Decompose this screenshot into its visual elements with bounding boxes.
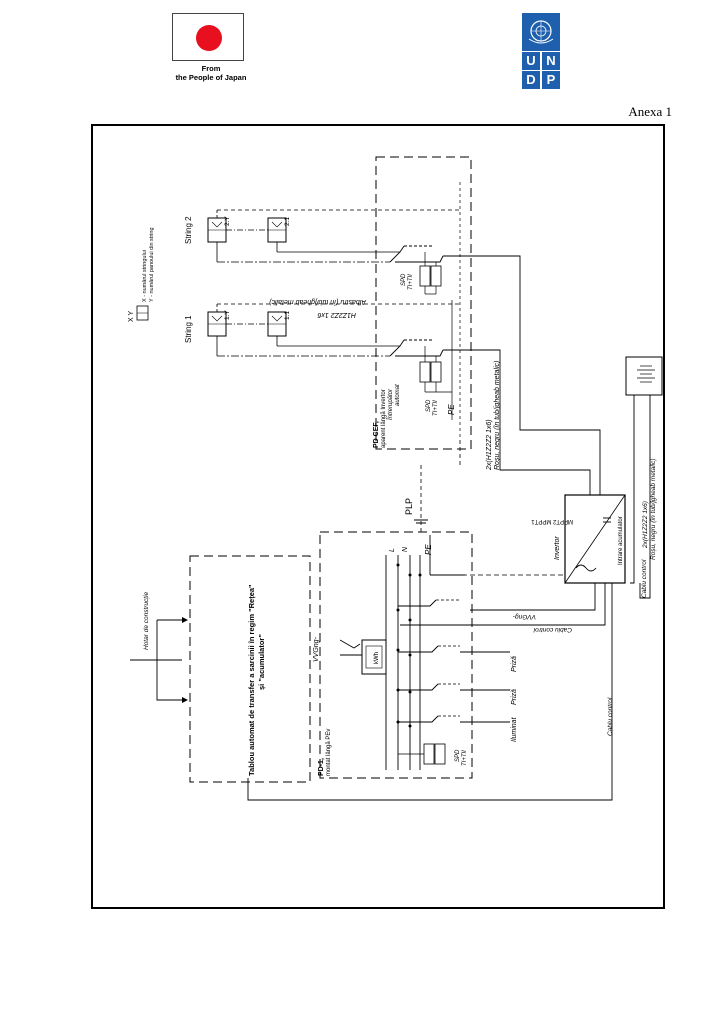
cable-dc-string: H1Z2Z2 1x6 bbox=[317, 311, 356, 318]
undp-letter-p: P bbox=[542, 71, 560, 89]
cable-dc-string-note: Albastru (în tub/jgheab metalic) bbox=[269, 298, 367, 305]
pd-cef-box: SPD TI+TII SPD TI+TII PE PD CEF, aparent… bbox=[373, 156, 601, 495]
priza1-label: Priză bbox=[511, 656, 518, 672]
spd1-label: SPD bbox=[426, 399, 432, 412]
legend: X Y X - numărul stringului Y - numărul p… bbox=[128, 228, 155, 323]
spd2-box bbox=[419, 265, 431, 287]
inverter: Invertor MPPT2 MPPT1 Intrare acumulator … bbox=[247, 356, 663, 801]
spd2-label: SPD bbox=[401, 273, 407, 286]
cable-dc-main: 2x(H1Z2Z2 1x6) bbox=[486, 419, 493, 471]
spd-pd1-box bbox=[423, 743, 435, 765]
priza2-label: Priză bbox=[511, 689, 518, 705]
pd-cef-line3: automat bbox=[395, 384, 401, 406]
spd1-box bbox=[419, 361, 431, 383]
cable-battery-note: Roșu, negru (în tub/jgheab metalic) bbox=[650, 458, 657, 560]
pd-cef-line2: Întrerupător bbox=[387, 388, 394, 420]
breaker-inverter bbox=[398, 599, 437, 607]
ats-title-line1: Tablou automat de transfer a sarcinii în… bbox=[247, 584, 256, 776]
spd-pd1-class: TI+TII bbox=[462, 750, 468, 766]
cable-dc-main-note: Roșu, negru (în tub/jgheab metalic) bbox=[494, 361, 501, 470]
pd1-subtitle: montat lângă PEv bbox=[326, 729, 332, 776]
spd1-class: TI+TII bbox=[433, 400, 439, 416]
undp-letter-d: D bbox=[522, 71, 540, 89]
string2-label: String 2 bbox=[184, 216, 193, 244]
legend-xy: X Y bbox=[128, 311, 135, 322]
pd1-title: PD-1, bbox=[318, 758, 325, 776]
vvgng-label-out: VVGng- bbox=[512, 613, 536, 620]
battery-icon bbox=[625, 356, 663, 396]
pe-label-pd1: PE bbox=[424, 544, 433, 555]
mppt-label: MPPT2 MPPT1 bbox=[531, 518, 573, 524]
vvgng-label-in: VVGng- bbox=[313, 636, 320, 662]
pe-label-cef: PE bbox=[447, 404, 456, 415]
cable-battery: 2x(H1Z2Z2 1x6) bbox=[642, 501, 649, 549]
undp-letter-n: N bbox=[542, 52, 560, 70]
inverter-label: Invertor bbox=[554, 536, 561, 560]
undp-letter-u: U bbox=[522, 52, 540, 70]
legend-x-text: X - numărul stringului bbox=[142, 250, 148, 302]
spd-pd1-label: SPD bbox=[455, 749, 461, 762]
battery-input-label: Intrare acumulator bbox=[618, 516, 624, 565]
panel-label-1y: 1.Y bbox=[224, 310, 231, 320]
japan-flag-icon bbox=[172, 13, 244, 61]
string1-label: String 1 bbox=[184, 315, 193, 343]
iluminat-label: Iluminat bbox=[511, 716, 518, 742]
japan-caption-line1: From bbox=[201, 64, 221, 73]
pv-strings: String 2 String 1 2.Y 2.1 1.Y 1.1 H1Z2Z2… bbox=[184, 209, 460, 357]
cable-control-pd1: Cablu control bbox=[533, 626, 572, 633]
spd2-class: TI+TII bbox=[408, 274, 414, 290]
breaker-priza1 bbox=[398, 645, 439, 653]
panel-label-21: 2.1 bbox=[284, 217, 291, 226]
kwh-label: kWh bbox=[374, 652, 380, 664]
legend-y-text: Y - numărul panoului din string bbox=[149, 228, 155, 303]
pd-cef-title: PD CEF, bbox=[373, 421, 380, 448]
japan-caption: From the People of Japan bbox=[169, 64, 253, 82]
japan-caption-line2: the People of Japan bbox=[175, 73, 247, 82]
l-label: L bbox=[389, 548, 396, 552]
plp: PLP bbox=[404, 465, 428, 535]
pd1-box: L N PE Priză Priză Iluminat bbox=[313, 531, 518, 779]
site-boundary: Hotar de construcție bbox=[130, 591, 188, 703]
ats-panel: Tablou automat de transfer a sarcinii în… bbox=[189, 555, 311, 783]
undp-logo: U N D P bbox=[522, 13, 560, 89]
panel-label-2y: 2.Y bbox=[224, 216, 231, 226]
pd-cef-line1: aparent lângă Invertor bbox=[381, 389, 387, 448]
panel-label-11: 1.1 bbox=[284, 311, 291, 320]
ats-title-line2: și "acumulator" bbox=[257, 634, 266, 690]
cable-control-ats: Cablu control bbox=[607, 697, 614, 736]
un-emblem-icon bbox=[522, 13, 560, 51]
japan-logo: From the People of Japan bbox=[169, 13, 249, 85]
cable-control-battery: Cablu control bbox=[641, 559, 648, 598]
drawing-frame bbox=[91, 124, 665, 909]
annex-label: Anexa 1 bbox=[628, 104, 672, 119]
n-label: N bbox=[402, 546, 409, 552]
plp-label: PLP bbox=[404, 498, 414, 515]
site-boundary-label: Hotar de construcție bbox=[143, 591, 150, 650]
breaker-iluminat bbox=[398, 715, 439, 723]
breaker-priza2 bbox=[398, 683, 439, 691]
